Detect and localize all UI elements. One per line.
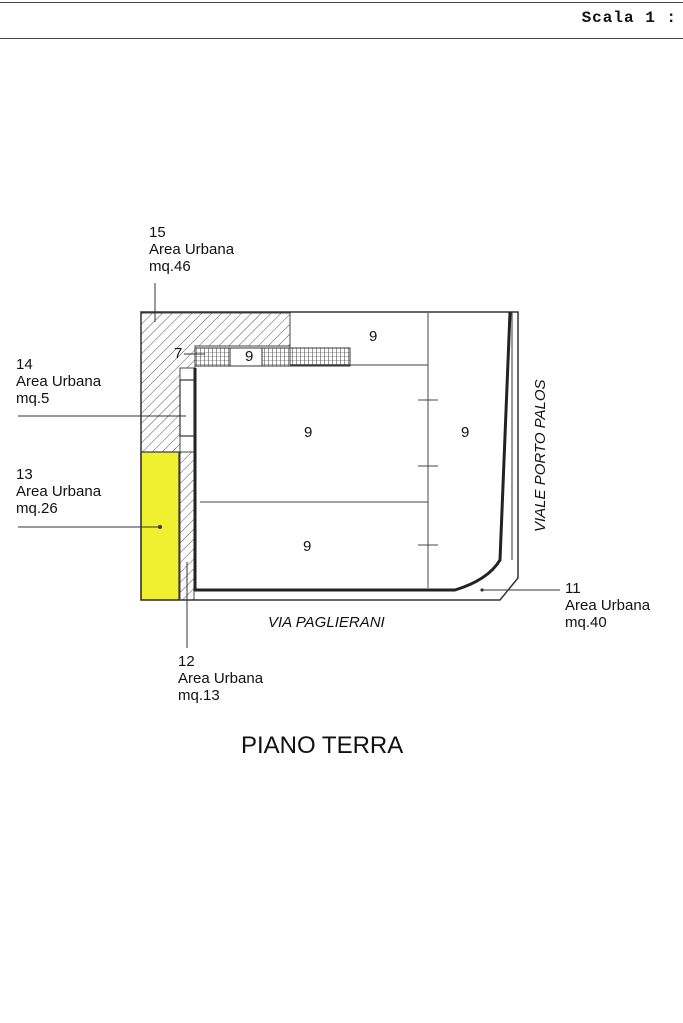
street-right-label: VIALE PORTO PALOS — [532, 379, 549, 532]
area-label-14: 14 Area Urbana mq.5 — [16, 356, 101, 407]
unit-number: 9 — [304, 424, 313, 441]
lot-boundary — [140, 311, 519, 601]
area-size: mq.26 — [16, 500, 58, 517]
area-size: mq.46 — [149, 258, 191, 275]
area-type: Area Urbana — [178, 670, 264, 687]
street-bottom-label: VIA PAGLIERANI — [268, 614, 385, 631]
scale-label: Scala 1 : — [581, 9, 677, 27]
area-15-hatch — [140, 312, 291, 453]
area-label-13: 13 Area Urbana mq.26 — [16, 466, 101, 517]
area-id: 14 — [16, 356, 33, 373]
building-outline — [193, 311, 512, 592]
area-label-12: 12 Area Urbana mq.13 — [178, 653, 263, 704]
area-id: 12 — [178, 653, 195, 670]
unit-number: 9 — [303, 538, 312, 555]
header-top-rule — [0, 2, 683, 3]
area-7-grid-right — [261, 347, 351, 367]
area-14-box — [179, 379, 195, 437]
unit-number: 9 — [369, 328, 378, 345]
area-type: Area Urbana — [149, 241, 235, 258]
area-7-center — [229, 347, 263, 367]
area-id: 11 — [565, 580, 581, 597]
plan-title: PIANO TERRA — [241, 732, 404, 759]
unit-number: 7 — [174, 345, 183, 362]
area-id: 13 — [16, 466, 33, 483]
area-size: mq.40 — [565, 614, 607, 631]
area-7-grid-left — [194, 347, 231, 367]
area-size: mq.5 — [16, 390, 50, 407]
area-type: Area Urbana — [16, 483, 102, 500]
unit-number: 9 — [461, 424, 470, 441]
header-bottom-rule — [0, 38, 683, 39]
unit-number: 9 — [245, 348, 254, 365]
area-id: 15 — [149, 224, 166, 241]
area-size: mq.13 — [178, 687, 220, 704]
area-type: Area Urbana — [565, 597, 651, 614]
area-label-11: 11 Area Urbana mq.40 — [565, 580, 650, 631]
area-type: Area Urbana — [16, 373, 102, 390]
area-label-15: 15 Area Urbana mq.46 — [149, 224, 234, 275]
